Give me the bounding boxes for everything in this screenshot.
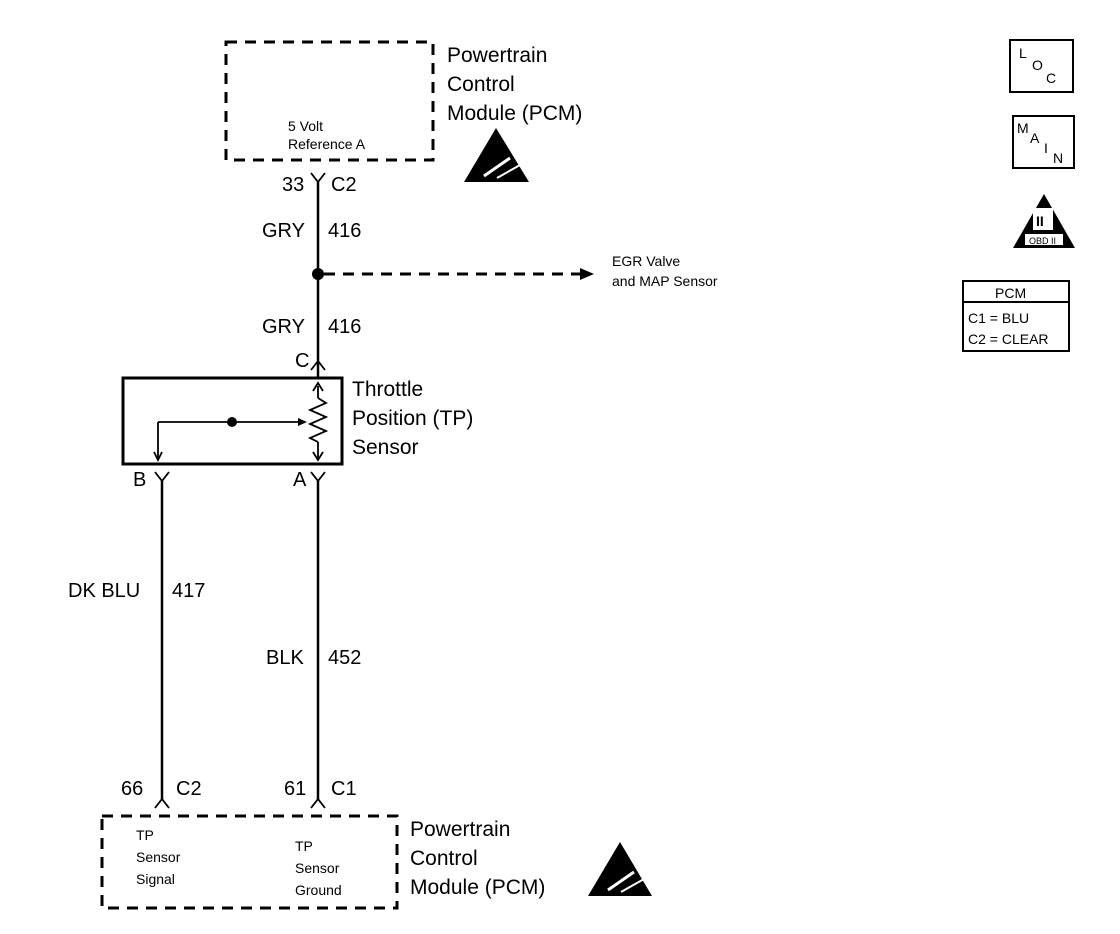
connector-61-symbol [310, 797, 326, 809]
resistor-icon [307, 381, 329, 462]
wiper-arm [153, 417, 307, 463]
tp-sensor: Throttle Position (TP) Sensor [121, 376, 473, 466]
pcm-top-box [224, 40, 435, 162]
splice-dest-2: and MAP Sensor [612, 273, 718, 289]
pcm-bottom-ground-connector: C1 [331, 778, 357, 800]
pcm-table-row-1: C1 = BLU [968, 310, 1029, 326]
obd-numeral: II [1036, 213, 1044, 229]
pcm-bottom-ground-pin: 61 [284, 778, 306, 800]
loc-c: C [1046, 70, 1056, 86]
pcm-bottom-title-2: Control [410, 847, 478, 870]
pcm-top-connector: C2 [331, 174, 357, 196]
splice-dest-1: EGR Valve [612, 253, 680, 269]
pcm-top: Powertrain Control Module (PCM) 5 Volt R… [224, 40, 582, 182]
tp-title-3: Sensor [352, 436, 419, 459]
pcm-table-row-2: C2 = CLEAR [968, 331, 1049, 347]
pcm-table-header: PCM [995, 285, 1026, 301]
loc-icon: L O C [1009, 39, 1074, 93]
pcm-bottom-box [100, 814, 399, 910]
main-a: A [1030, 130, 1040, 146]
wire-upper-circuit: 416 [328, 220, 361, 242]
pcm-bottom: TP Sensor Signal TP Sensor Ground Powert… [100, 814, 652, 910]
tp-title-2: Position (TP) [352, 407, 473, 430]
pcm-top-title-1: Powertrain [447, 44, 547, 67]
esd-warning-icon [588, 842, 652, 896]
pcm-top-inner-1: 5 Volt [288, 118, 323, 134]
obd-label: OBD II [1029, 236, 1056, 246]
main-i: I [1044, 140, 1048, 156]
main-m: M [1017, 120, 1029, 136]
pcm-top-pin: 33 [282, 174, 304, 196]
wire-lower-color: GRY [262, 316, 305, 338]
pcm-bottom-title-3: Module (PCM) [410, 876, 545, 899]
pcm-top-title-3: Module (PCM) [447, 102, 582, 125]
pcm-bottom-signal-2: Sensor [136, 849, 181, 865]
pcm-bottom-ground-3: Ground [295, 882, 342, 898]
wire-lower-circuit: 416 [328, 316, 361, 338]
loc-l: L [1019, 45, 1027, 61]
connector-c-symbol [310, 359, 326, 371]
wire-ground-circuit: 452 [328, 647, 361, 669]
pcm-bottom-ground-1: TP [295, 838, 313, 854]
tp-title-1: Throttle [352, 378, 423, 401]
connector-33-symbol [310, 172, 326, 184]
wire-ground-color: BLK [266, 647, 304, 669]
pcm-bottom-title-1: Powertrain [410, 818, 510, 841]
connector-b-symbol [154, 471, 170, 483]
main-n: N [1053, 150, 1063, 166]
pcm-bottom-signal-1: TP [136, 827, 154, 843]
main-icon: M A I N [1012, 115, 1075, 169]
pcm-connector-table: PCM C1 = BLU C2 = CLEAR [962, 280, 1070, 352]
wire-signal-circuit: 417 [172, 580, 205, 602]
splice-arrow-icon [580, 268, 594, 280]
connector-a-symbol [310, 471, 326, 483]
tp-pin-c: C [295, 350, 309, 372]
obd-ii-icon: II OBD II [1013, 194, 1075, 248]
pcm-top-title-2: Control [447, 73, 515, 96]
pcm-bottom-signal-3: Signal [136, 871, 175, 887]
pcm-bottom-signal-connector: C2 [176, 778, 202, 800]
tp-pin-b: B [133, 469, 146, 491]
wire-upper-color: GRY [262, 220, 305, 242]
connector-66-symbol [154, 797, 170, 809]
tp-sensor-box [121, 376, 344, 466]
pcm-top-inner-2: Reference A [288, 136, 366, 152]
pcm-bottom-signal-pin: 66 [121, 778, 143, 800]
tp-pin-a: A [293, 469, 307, 491]
pcm-bottom-ground-2: Sensor [295, 860, 340, 876]
wire-signal-color: DK BLU [68, 580, 140, 602]
loc-o: O [1032, 57, 1043, 73]
esd-warning-icon [464, 128, 529, 182]
